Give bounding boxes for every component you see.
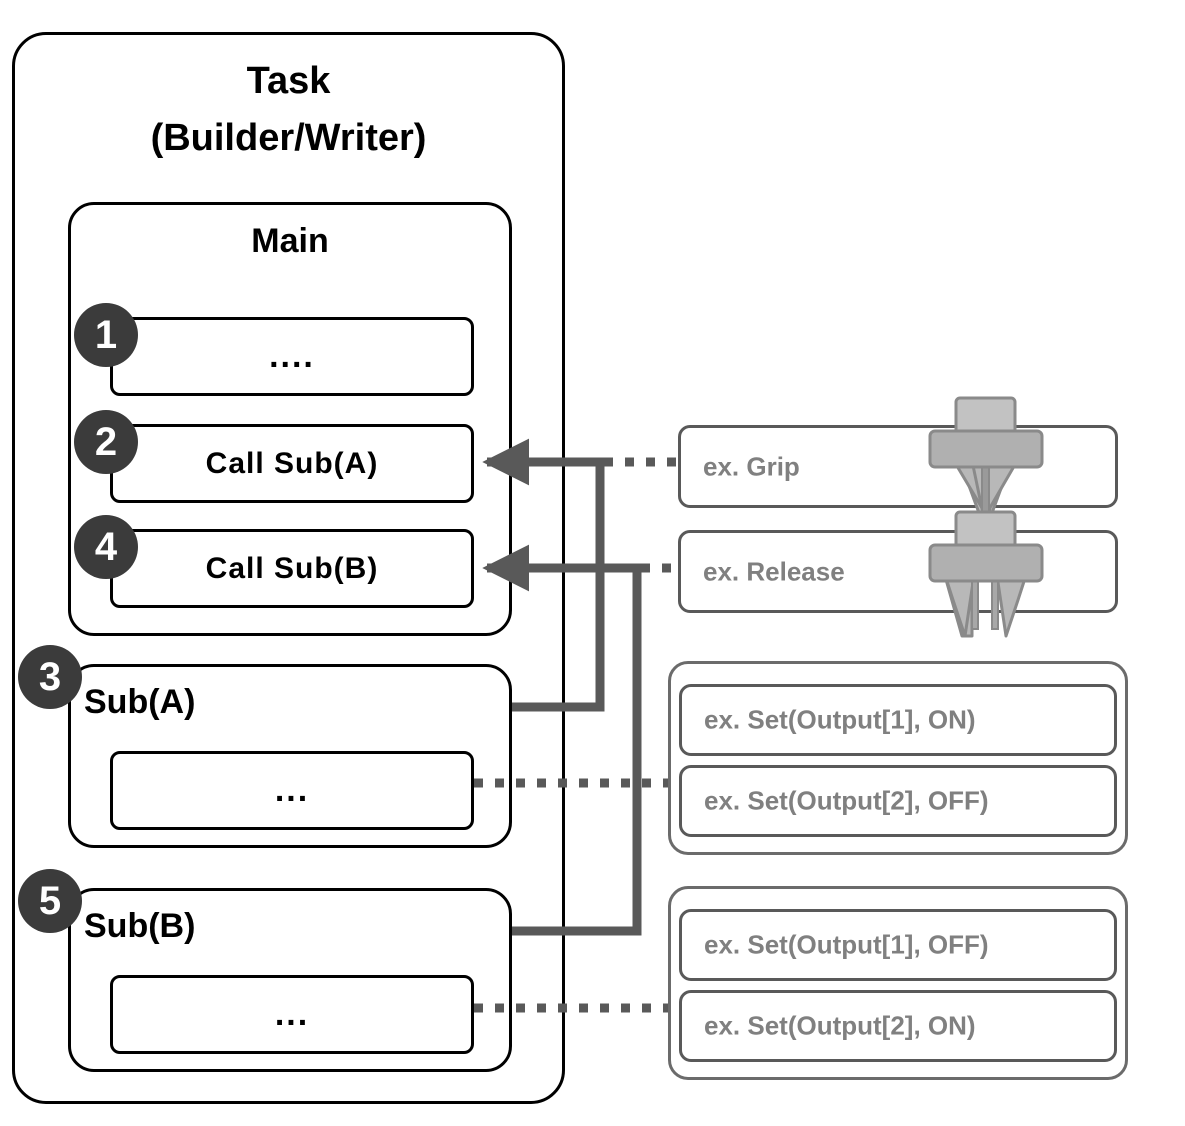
main-step-4-label: Call Sub(B) [205,551,379,585]
example-set-output-1-off-label: ex. Set(Output[1], OFF) [704,929,989,960]
step-badge-3: 3 [18,645,82,709]
step-badge-5: 5 [18,869,82,933]
main-step-4-box[interactable]: Call Sub(B) [110,529,474,608]
sub-a-body-box[interactable]: ... [110,751,474,830]
example-set-output-1-on-label: ex. Set(Output[1], ON) [704,704,976,735]
main-step-2-box[interactable]: Call Sub(A) [110,424,474,503]
sub-b-body-box[interactable]: ... [110,975,474,1054]
sub-b-body-label: ... [274,994,310,1033]
main-step-2-label: Call Sub(A) [205,446,379,480]
main-step-1-label: .... [269,336,315,375]
sub-b-title: Sub(B) [84,907,196,945]
example-set-output-1-on-box[interactable]: ex. Set(Output[1], ON) [679,684,1117,756]
example-grip-label: ex. Grip [703,451,800,481]
example-set-output-2-on-box[interactable]: ex. Set(Output[2], ON) [679,990,1117,1062]
example-set-output-1-off-box[interactable]: ex. Set(Output[1], OFF) [679,909,1117,981]
example-grip-box[interactable]: ex. Grip [678,425,1118,508]
example-set-output-2-on-label: ex. Set(Output[2], ON) [704,1010,976,1041]
step-badge-1: 1 [74,303,138,367]
main-title: Main [251,222,329,260]
example-release-box[interactable]: ex. Release [678,530,1118,613]
example-release-label: ex. Release [703,556,845,586]
task-title-line2: (Builder/Writer) [150,117,427,159]
step-badge-2: 2 [74,410,138,474]
main-step-1-box[interactable]: .... [110,317,474,396]
sub-a-title: Sub(A) [84,683,196,721]
example-set-output-2-off-box[interactable]: ex. Set(Output[2], OFF) [679,765,1117,837]
sub-a-body-label: ... [274,770,310,809]
example-set-output-2-off-label: ex. Set(Output[2], OFF) [704,785,989,816]
step-badge-4: 4 [74,515,138,579]
task-title-line1: Task [246,60,331,102]
